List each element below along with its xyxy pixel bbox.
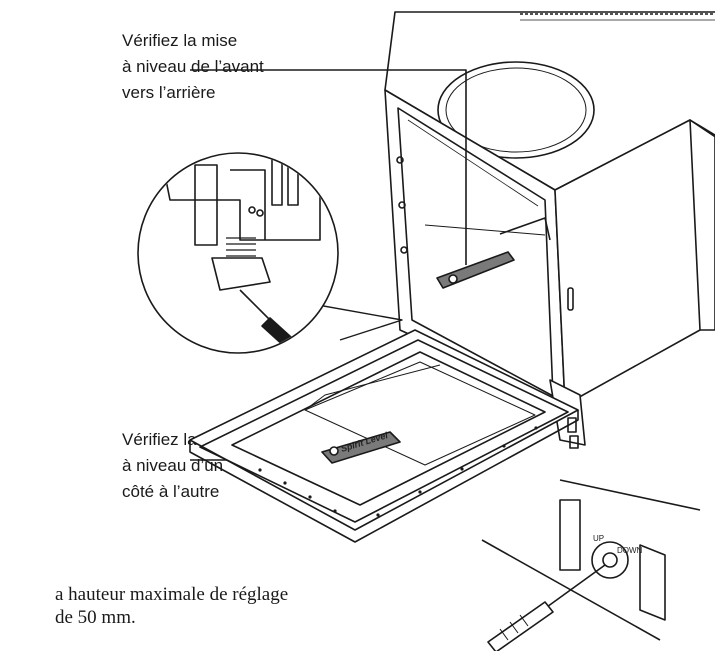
dial-down-label: DOWN: [617, 546, 643, 555]
dial-up-label: UP: [593, 534, 604, 543]
dishwasher-cabinet: [384, 11, 715, 449]
leader-line-top: [190, 69, 467, 265]
height-note: a hauteur maximale de réglage de 50 mm.: [55, 584, 289, 628]
label-front-to-back: Vérifiez la mise à niveau de l’avant ver…: [122, 31, 264, 102]
dial-detail: UP DOWN: [481, 479, 701, 651]
leg-detail-magnifier: [137, 152, 403, 354]
spirit-level-front-back: [436, 251, 515, 289]
